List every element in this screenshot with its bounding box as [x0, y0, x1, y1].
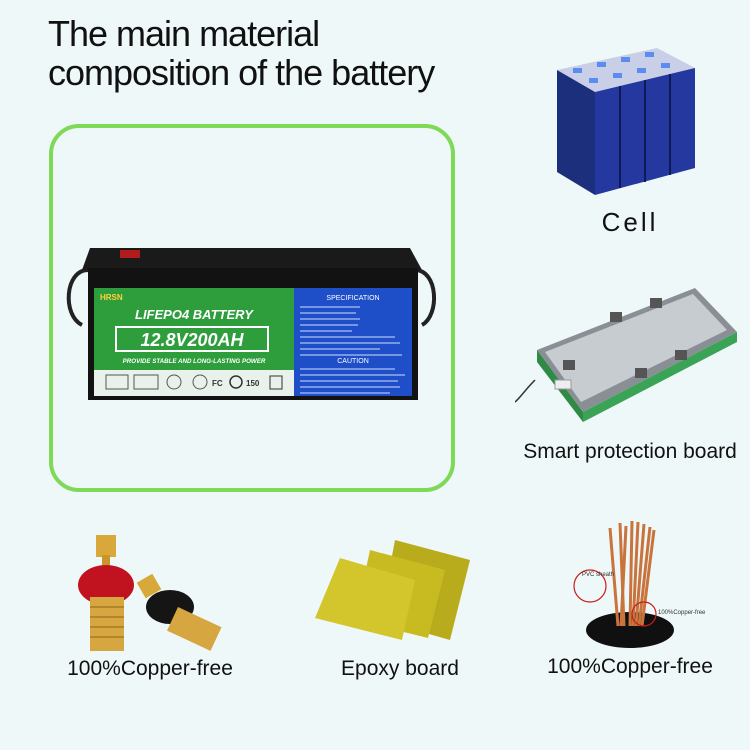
spec-lines: [300, 306, 402, 356]
pcb-connector: [554, 379, 572, 390]
sheath-callout-circle: [573, 569, 607, 603]
red-terminal-insulator: [78, 565, 134, 605]
title-line-2: composition of the battery: [48, 52, 435, 93]
cert-icons: FC 150: [105, 374, 283, 390]
pcb-heatsink: [545, 294, 727, 402]
spec-panel: [294, 288, 412, 396]
pcb-lead-wire: [515, 379, 536, 403]
red-terminal-stud: [102, 555, 110, 569]
pcb-mounting-blocks: [563, 298, 687, 378]
terminals-label: 100%Copper-free: [67, 657, 233, 680]
cell-side: [557, 70, 595, 195]
left-handle: [66, 268, 89, 327]
epoxy-sheet-front: [315, 558, 415, 640]
epoxy-label: Epoxy board: [341, 657, 459, 680]
red-terminal-nut: [96, 535, 116, 557]
wire-sheath: [586, 612, 674, 648]
cell-dividers: [619, 74, 671, 188]
caution-lines: [300, 368, 405, 394]
battery-frame: [49, 124, 455, 492]
pcb-board-front: [583, 332, 737, 422]
pcb-label: Smart protection board: [523, 440, 737, 463]
rating-box: [115, 326, 269, 352]
red-terminal-thread: [90, 597, 124, 651]
battery-rating: 12.8V200AH: [140, 330, 244, 350]
positive-terminal-cap: [120, 250, 140, 258]
terminals-image: [78, 535, 222, 651]
black-terminal-thread: [167, 607, 222, 651]
battery-brand: HRSN: [100, 293, 123, 302]
pcb-image: [515, 288, 737, 422]
cell-terminals: [573, 52, 670, 83]
battery-image: HRSN LIFEPO4 BATTERY 12.8V200AH PROVIDE …: [66, 248, 436, 400]
core-callout-label: 100%Copper-free: [658, 610, 706, 616]
cert-strip: [94, 370, 294, 396]
svg-text:150: 150: [246, 379, 260, 388]
wire-image: PVC sheath 100%Copper-free: [573, 520, 706, 648]
red-terminal-ridges: [90, 606, 124, 638]
sheath-callout-label: PVC sheath: [582, 572, 614, 578]
battery-lid: [82, 248, 422, 270]
wire-label: 100%Copper-free: [547, 655, 713, 678]
spec-title: SPECIFICATION: [326, 295, 379, 302]
black-terminal-nut: [136, 573, 162, 599]
core-callout-circle: [631, 601, 657, 627]
battery-name: LIFEPO4 BATTERY: [135, 307, 254, 322]
battery-tagline: PROVIDE STABLE AND LONG-LASTING POWER: [123, 358, 266, 365]
svg-text:FC: FC: [212, 379, 223, 388]
page-title: The main material composition of the bat…: [48, 13, 435, 93]
right-handle: [414, 268, 436, 327]
cell-image: [557, 48, 695, 195]
cell-label: Cell: [601, 207, 659, 237]
title-line-1: The main material: [48, 13, 320, 54]
caution-title: CAUTION: [337, 358, 369, 365]
epoxy-image: [315, 540, 470, 640]
